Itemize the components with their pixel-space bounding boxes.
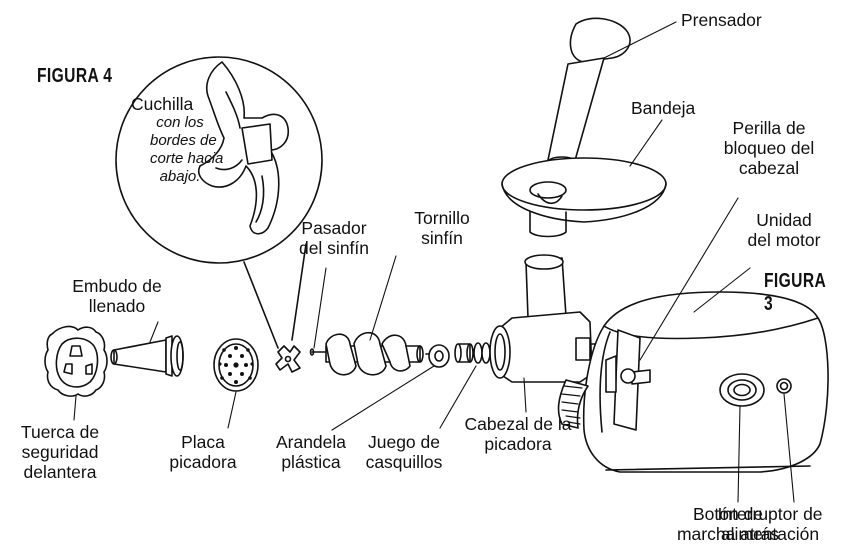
unidad-line-2: del motor <box>747 230 821 250</box>
grinder-head <box>489 254 601 383</box>
plastic-washer <box>428 344 450 368</box>
label-perilla: Perilla de bloqueo del cabezal <box>714 118 824 178</box>
interruptor-line-2: alimentación <box>720 524 820 544</box>
label-bandeja: Bandeja <box>631 98 696 118</box>
perilla-line-3: cabezal <box>738 158 800 178</box>
motor-unit <box>557 291 829 473</box>
tornillo-line-2: sinfín <box>421 228 463 248</box>
note-line-4: abajo. <box>159 168 201 185</box>
label-unidad: Unidad del motor <box>738 210 830 250</box>
pusher <box>547 17 631 168</box>
label-arandela: Arandela plástica <box>266 432 356 472</box>
tornillo-line-1: Tornillo <box>414 208 470 228</box>
label-pasador: Pasador del sinfín <box>292 218 376 258</box>
placa-line-1: Placa <box>181 432 225 452</box>
unidad-line-1: Unidad <box>756 210 812 230</box>
tuerca-line-2: seguridad <box>21 442 99 462</box>
pasador-line-1: Pasador <box>301 218 367 238</box>
perilla-line-1: Perilla de <box>732 118 806 138</box>
label-embudo: Embudo de llenado <box>62 276 172 316</box>
label-interruptor: Interruptor de alimentación <box>700 504 840 544</box>
note-line-1: con los <box>156 114 204 131</box>
label-cuchilla-note: con los bordes de corte hacia abajo. <box>150 114 224 186</box>
auger-screw <box>325 331 437 376</box>
label-cabezal: Cabezal de la picadora <box>448 414 588 454</box>
placa-line-2: picadora <box>169 452 237 472</box>
label-tuerca: Tuerca de seguridad delantera <box>12 422 108 482</box>
note-line-2: bordes de <box>150 132 217 149</box>
note-line-3: corte hacia <box>150 150 224 167</box>
grinding-plate <box>213 338 259 392</box>
arandela-line-1: Arandela <box>275 432 347 452</box>
cabezal-line-2: picadora <box>484 434 552 454</box>
small-blade <box>275 345 301 373</box>
tray <box>501 157 667 238</box>
label-tornillo: Tornillo sinfín <box>402 208 482 248</box>
front-safety-nut <box>44 325 108 397</box>
label-placa: Placa picadora <box>160 432 246 472</box>
arandela-line-2: plástica <box>281 452 341 472</box>
tuerca-line-3: delantera <box>23 462 97 482</box>
figure-3-heading: FIGURA 3 <box>764 270 826 315</box>
label-juego: Juego de casquillos <box>356 432 452 472</box>
pasador-line-2: del sinfín <box>298 238 370 258</box>
cabezal-line-1: Cabezal de la <box>464 414 572 434</box>
interruptor-line-1: Interruptor de <box>717 504 823 524</box>
auger-pin <box>309 348 327 356</box>
detail-connector-lines <box>243 243 307 349</box>
juego-line-2: casquillos <box>365 452 443 472</box>
embudo-line-1: Embudo de <box>72 276 162 296</box>
label-boton: Botón de marcha atrás <box>666 504 790 544</box>
embudo-line-2: llenado <box>88 296 146 316</box>
boton-line-1: Botón de <box>692 504 764 524</box>
figure-4-heading: FIGURA 4 <box>37 65 113 87</box>
leader-lines <box>73 21 795 503</box>
bushing-set <box>454 342 491 364</box>
label-cuchilla: Cuchilla <box>131 94 194 114</box>
juego-line-1: Juego de <box>367 432 440 452</box>
filling-funnel <box>110 335 184 377</box>
perilla-line-2: bloqueo del <box>723 138 815 158</box>
tuerca-line-1: Tuerca de <box>20 422 100 442</box>
label-prensador: Prensador <box>681 10 762 30</box>
boton-line-2: marcha atrás <box>676 524 780 544</box>
blade-detail-circle <box>115 56 323 264</box>
